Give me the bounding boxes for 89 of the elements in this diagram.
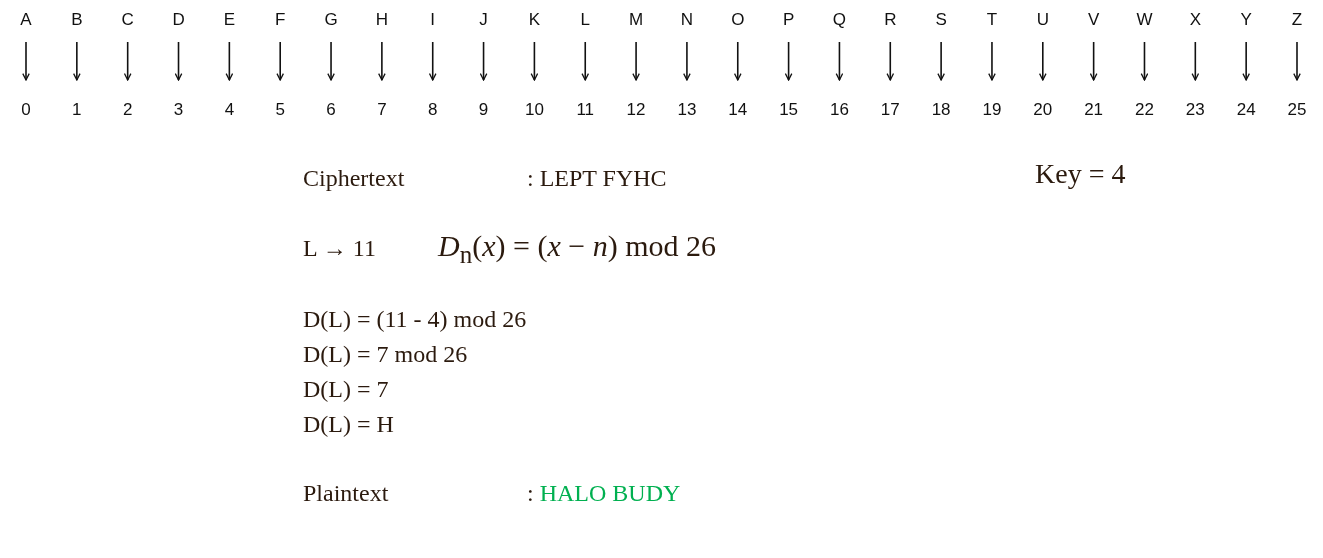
arrow bbox=[1293, 41, 1301, 81]
letter: Y bbox=[1231, 10, 1262, 30]
number: 3 bbox=[163, 100, 194, 120]
arrow bbox=[632, 41, 640, 81]
letter: E bbox=[214, 10, 245, 30]
arrow bbox=[327, 41, 335, 81]
letter: O bbox=[722, 10, 753, 30]
number: 16 bbox=[824, 100, 855, 120]
number: 6 bbox=[316, 100, 347, 120]
arrow bbox=[733, 41, 742, 81]
number: 11 bbox=[570, 100, 601, 120]
equation: D(L) = 7 bbox=[303, 375, 389, 404]
number: 20 bbox=[1027, 100, 1058, 120]
letter: R bbox=[875, 10, 906, 30]
number: 0 bbox=[11, 100, 41, 120]
number: 19 bbox=[976, 100, 1007, 120]
number: 5 bbox=[265, 100, 296, 120]
arrow bbox=[1191, 41, 1200, 81]
label-text: Ciphertext bbox=[303, 164, 405, 193]
letter: T bbox=[976, 10, 1007, 30]
number: 18 bbox=[926, 100, 957, 120]
formula: D$_{n}$(x) = (x − n) mod 26 bbox=[438, 228, 716, 270]
letter: K bbox=[519, 10, 550, 30]
equation: D(L) = (11 - 4) mod 26 bbox=[303, 305, 527, 334]
arrow bbox=[1038, 41, 1047, 81]
number: 15 bbox=[773, 100, 804, 120]
number: 25 bbox=[1282, 100, 1312, 120]
arrow bbox=[225, 41, 234, 81]
number: 7 bbox=[366, 100, 397, 120]
arrow bbox=[530, 41, 539, 81]
letter: Z bbox=[1282, 10, 1312, 30]
arrow bbox=[784, 41, 793, 81]
letter: A bbox=[11, 10, 41, 30]
number: 4 bbox=[214, 100, 245, 120]
number: 13 bbox=[671, 100, 702, 120]
letter: B bbox=[61, 10, 92, 30]
arrow bbox=[886, 41, 895, 81]
letter: V bbox=[1078, 10, 1109, 30]
letter: X bbox=[1180, 10, 1211, 30]
arrow bbox=[428, 41, 437, 81]
arrow bbox=[683, 41, 691, 81]
letter: L bbox=[570, 10, 601, 30]
letter: P bbox=[773, 10, 804, 30]
letter: U bbox=[1027, 10, 1058, 30]
letter: J bbox=[468, 10, 499, 30]
letter: C bbox=[112, 10, 143, 30]
letter: D bbox=[163, 10, 194, 30]
letter: Q bbox=[824, 10, 855, 30]
number: 9 bbox=[468, 100, 499, 120]
plaintext-value: : HALO BUDY bbox=[527, 479, 681, 508]
equation: D(L) = 7 mod 26 bbox=[303, 340, 468, 369]
number: 22 bbox=[1129, 100, 1160, 120]
arrow bbox=[378, 41, 386, 81]
arrow bbox=[276, 41, 285, 81]
number: 24 bbox=[1231, 100, 1262, 120]
arrow bbox=[123, 41, 132, 81]
number: 23 bbox=[1180, 100, 1211, 120]
number: 12 bbox=[621, 100, 652, 120]
arrow bbox=[22, 41, 30, 81]
number: 14 bbox=[722, 100, 753, 120]
arrow bbox=[1089, 41, 1098, 81]
letter: G bbox=[316, 10, 347, 30]
arrow bbox=[937, 41, 945, 81]
number: 2 bbox=[112, 100, 143, 120]
letter: H bbox=[366, 10, 397, 30]
arrow bbox=[1242, 41, 1250, 81]
number: 1 bbox=[61, 100, 92, 120]
arrow bbox=[174, 41, 183, 81]
letter: F bbox=[265, 10, 296, 30]
mapping-text: L → 11 bbox=[303, 234, 376, 263]
number: 17 bbox=[875, 100, 906, 120]
arrow bbox=[1140, 41, 1149, 81]
letter: S bbox=[926, 10, 957, 30]
ciphertext-value: : LEPT FYHC bbox=[527, 164, 667, 193]
key-text: Key = 4 bbox=[1035, 157, 1126, 191]
arrow bbox=[479, 41, 488, 81]
equation: D(L) = H bbox=[303, 410, 394, 439]
arrow bbox=[73, 41, 81, 81]
letter: N bbox=[671, 10, 702, 30]
number: 21 bbox=[1078, 100, 1109, 120]
letter: W bbox=[1129, 10, 1160, 30]
letter: M bbox=[621, 10, 652, 30]
number: 8 bbox=[417, 100, 448, 120]
arrow bbox=[988, 41, 996, 81]
arrow bbox=[581, 41, 590, 81]
label-text: Plaintext bbox=[303, 479, 389, 508]
number: 10 bbox=[519, 100, 550, 120]
letter: I bbox=[417, 10, 448, 30]
arrow bbox=[835, 41, 844, 81]
